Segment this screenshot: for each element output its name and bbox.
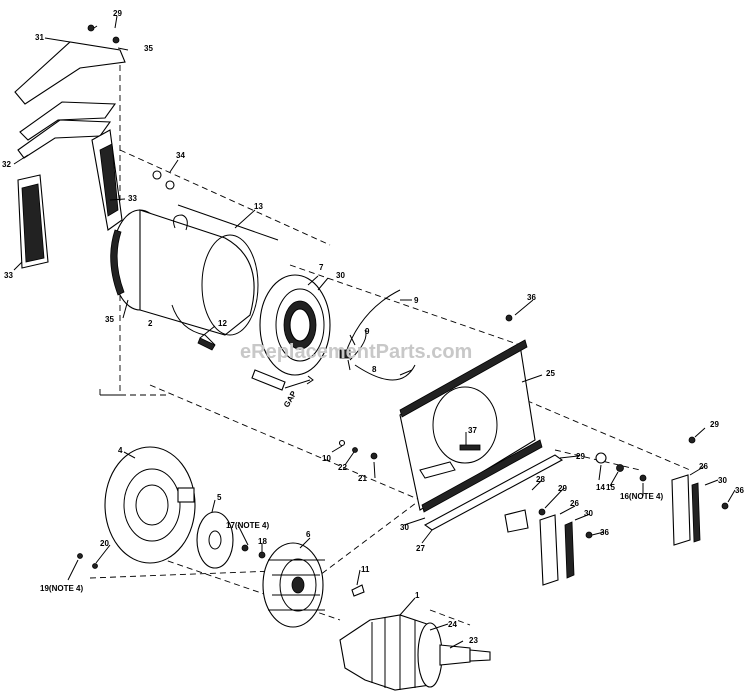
callout-13: 13 bbox=[254, 202, 263, 211]
callout-29-mid: 29 bbox=[576, 452, 585, 461]
callout-11: 11 bbox=[361, 565, 370, 574]
callout-32: 32 bbox=[2, 160, 11, 169]
callout-labels: 29 31 35 32 34 33 13 33 7 30 9 36 35 2 1… bbox=[2, 9, 744, 645]
end-bracket bbox=[251, 274, 331, 391]
callout-4: 4 bbox=[118, 446, 123, 455]
callout-30-upper: 30 bbox=[336, 271, 345, 280]
watermark: eReplacementParts.com bbox=[240, 341, 472, 363]
callout-23: 23 bbox=[469, 636, 478, 645]
top-cover-assembly bbox=[14, 41, 126, 269]
callout-15: 15 bbox=[606, 483, 615, 492]
control-panel bbox=[399, 339, 543, 513]
callout-28: 28 bbox=[536, 475, 545, 484]
callout-9-upper: 9 bbox=[414, 296, 419, 305]
callout-9-lower: 9 bbox=[365, 327, 370, 336]
callout-29-top: 29 bbox=[113, 9, 122, 18]
callout-17: 17(NOTE 4) bbox=[226, 521, 269, 530]
gap-label: GAP bbox=[282, 389, 299, 409]
callout-16: 16(NOTE 4) bbox=[620, 492, 663, 501]
callout-26-right: 26 bbox=[699, 462, 708, 471]
cooling-fan bbox=[262, 542, 325, 628]
callout-34: 34 bbox=[176, 151, 185, 160]
callout-33-mid: 33 bbox=[128, 194, 137, 203]
through-bolt bbox=[177, 204, 279, 241]
callout-37: 37 bbox=[468, 426, 477, 435]
callout-30-lower: 30 bbox=[584, 509, 593, 518]
callout-6: 6 bbox=[306, 530, 311, 539]
callout-29-lower: 29 bbox=[558, 484, 567, 493]
flex-plate bbox=[196, 511, 234, 569]
fasteners bbox=[77, 24, 729, 597]
rotor-assembly bbox=[339, 614, 491, 691]
leader-lines bbox=[13, 15, 736, 649]
callout-35-top: 35 bbox=[144, 44, 153, 53]
callout-12: 12 bbox=[218, 319, 227, 328]
callout-24: 24 bbox=[448, 620, 457, 629]
callout-18: 18 bbox=[258, 537, 267, 546]
callout-31: 31 bbox=[35, 33, 44, 42]
callout-14: 14 bbox=[596, 483, 605, 492]
callout-36-upper: 36 bbox=[527, 293, 536, 302]
callout-25: 25 bbox=[546, 369, 555, 378]
mounting-strip bbox=[423, 454, 564, 531]
callout-19: 19(NOTE 4) bbox=[40, 584, 83, 593]
callout-21: 21 bbox=[358, 474, 367, 483]
callout-30-right: 30 bbox=[718, 476, 727, 485]
gap-indicator: GAP bbox=[282, 375, 314, 409]
callout-35-left: 35 bbox=[105, 315, 114, 324]
callout-7: 7 bbox=[319, 263, 324, 272]
callout-36-lower: 36 bbox=[600, 528, 609, 537]
callout-2: 2 bbox=[148, 319, 153, 328]
side-brackets bbox=[504, 474, 701, 586]
callout-8: 8 bbox=[372, 365, 377, 374]
callout-1: 1 bbox=[415, 591, 420, 600]
callout-10: 10 bbox=[322, 454, 331, 463]
callout-33-left: 33 bbox=[4, 271, 13, 280]
wire-harness bbox=[339, 289, 416, 381]
callout-26-lower: 26 bbox=[570, 499, 579, 508]
callout-20: 20 bbox=[100, 539, 109, 548]
rear-bearing-carrier bbox=[104, 446, 196, 564]
callout-30-panel: 30 bbox=[400, 523, 409, 532]
stator-housing bbox=[110, 209, 259, 351]
callout-36-right: 36 bbox=[735, 486, 744, 495]
callout-27: 27 bbox=[416, 544, 425, 553]
callout-29-right: 29 bbox=[710, 420, 719, 429]
callout-22: 22 bbox=[338, 463, 347, 472]
callout-5: 5 bbox=[217, 493, 222, 502]
